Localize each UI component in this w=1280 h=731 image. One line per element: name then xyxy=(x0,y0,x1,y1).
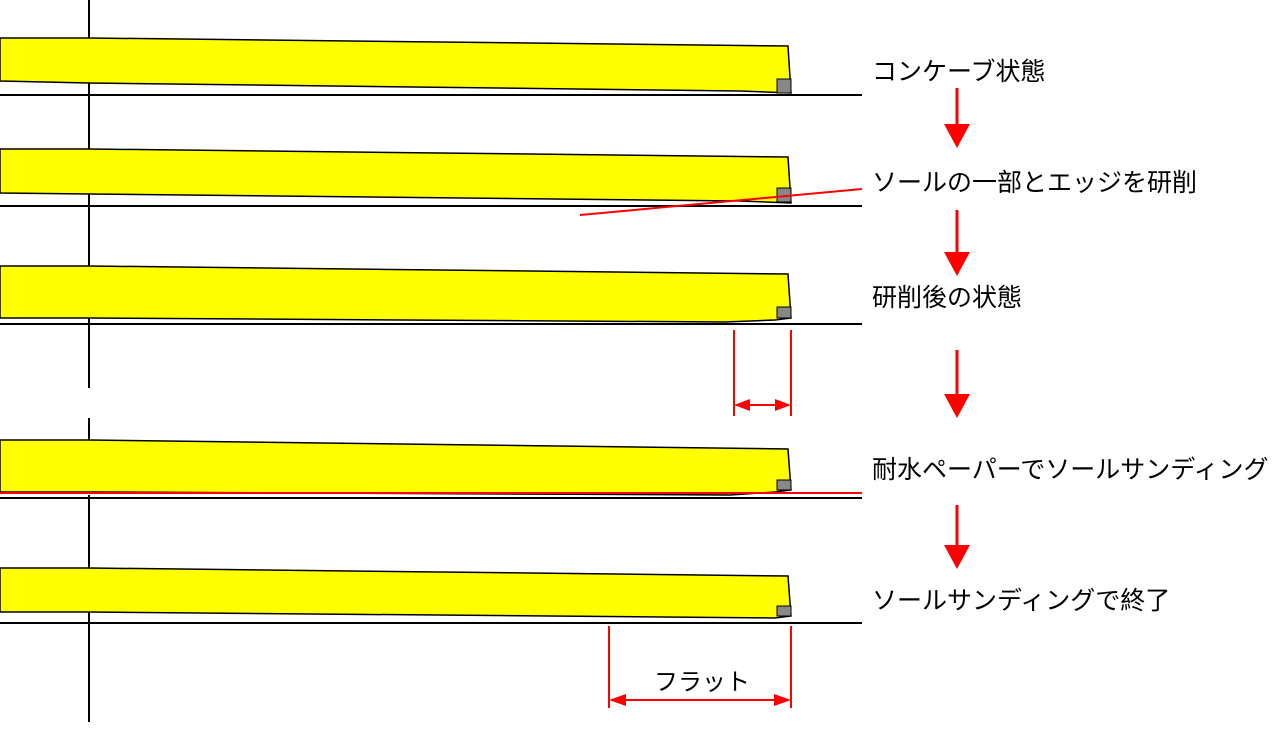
down-arrow-2 xyxy=(944,210,970,276)
steel-edge xyxy=(776,78,792,94)
stage-label-concave: コンケーブ状態 xyxy=(872,57,1046,86)
ground-width-dimension xyxy=(733,330,792,416)
down-arrow-4 xyxy=(944,505,970,569)
stage-label-sanding: 耐水ペーパーでソールサンディング xyxy=(872,455,1269,484)
ski-body xyxy=(0,567,792,619)
flat-label: フラット xyxy=(654,668,750,696)
steel-edge xyxy=(776,479,792,491)
ski-body xyxy=(0,148,792,204)
stage-4-sanding xyxy=(0,439,862,499)
grinding-line xyxy=(579,188,863,216)
stage-2-grinding xyxy=(0,148,863,216)
stage-label-finished: ソールサンディングで終了 xyxy=(872,586,1170,615)
steel-edge xyxy=(776,605,792,617)
stage-label-grinding: ソールの一部とエッジを研削 xyxy=(872,168,1197,197)
ski-body xyxy=(0,265,792,323)
stage-1-concave xyxy=(0,37,862,96)
ski-body xyxy=(0,37,792,94)
steel-edge xyxy=(776,306,792,319)
stage-label-after-grinding: 研削後の状態 xyxy=(872,283,1022,312)
stage-3-after-grinding xyxy=(0,265,862,325)
ski-body xyxy=(0,439,792,496)
down-arrow-1 xyxy=(944,88,970,148)
down-arrow-3 xyxy=(944,350,970,418)
flat-width-dimension xyxy=(608,626,792,708)
stage-5-finished xyxy=(0,567,862,624)
